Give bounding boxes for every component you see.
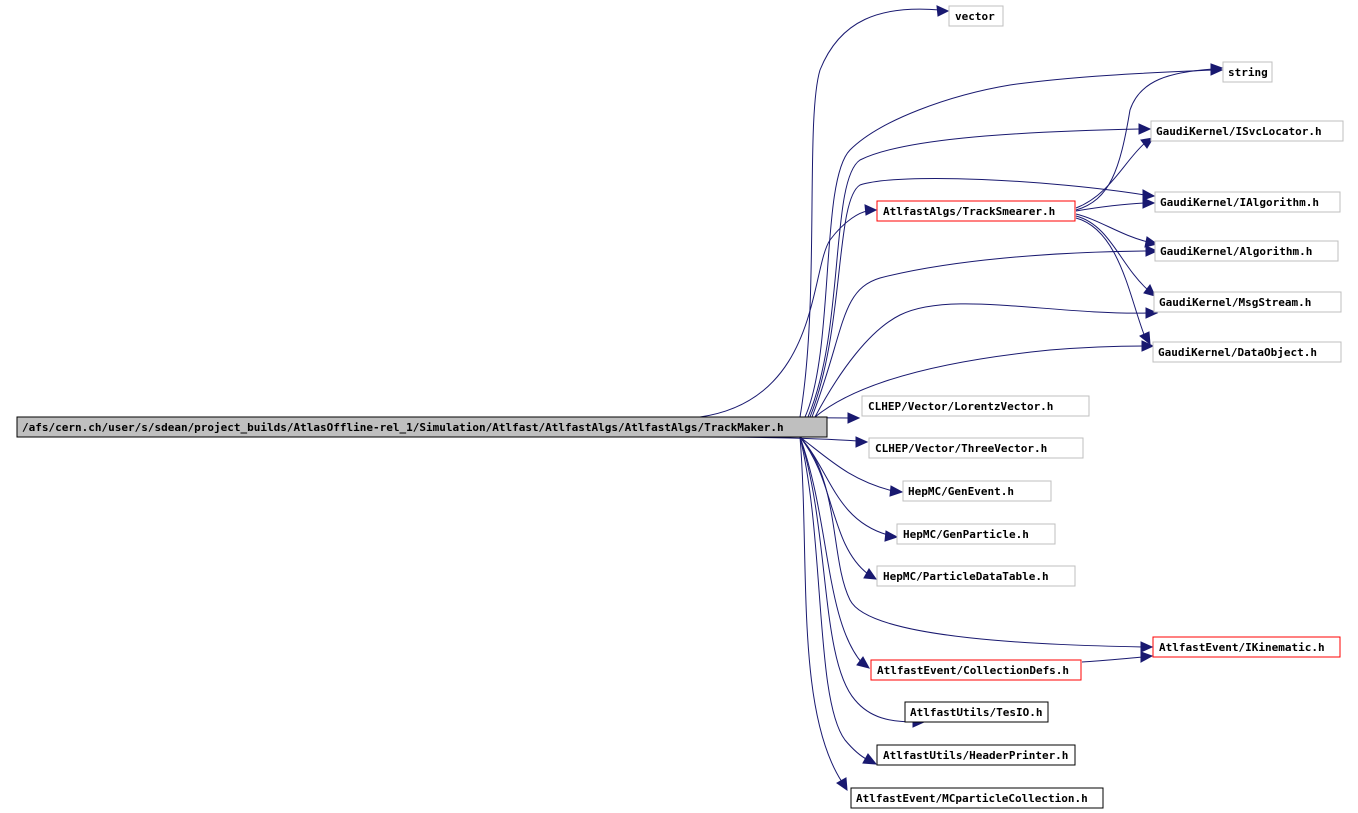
- edge-tracksmearer-msgstream: [1075, 215, 1149, 291]
- edge-collectiondefs-ikinematic: [1081, 656, 1144, 663]
- edge-arrow: [1138, 123, 1152, 135]
- node-root[interactable]: /afs/cern.ch/user/s/sdean/project_builds…: [16, 416, 828, 438]
- edge-root-isvclocator: [807, 128, 1141, 418]
- node-ikinematic[interactable]: AtlfastEvent/IKinematic.h: [1152, 636, 1341, 658]
- edge-arrow: [1142, 197, 1156, 209]
- edge-root-collectiondefs: [799, 436, 863, 664]
- node-label: CLHEP/Vector/ThreeVector.h: [875, 442, 1047, 455]
- node-genevent[interactable]: HepMC/GenEvent.h: [902, 480, 1052, 502]
- node-label: string: [1228, 66, 1268, 79]
- edge-arrow: [1144, 236, 1159, 248]
- edge-root-algorithm: [811, 250, 1149, 418]
- edge-arrow: [862, 753, 878, 765]
- node-label: HepMC/GenParticle.h: [903, 528, 1029, 541]
- node-isvclocator[interactable]: GaudiKernel/ISvcLocator.h: [1150, 120, 1344, 142]
- node-tesio[interactable]: AtlfastUtils/TesIO.h: [904, 701, 1049, 723]
- node-root-label: /afs/cern.ch/user/s/sdean/project_builds…: [22, 421, 784, 434]
- edge-arrow: [1140, 137, 1154, 149]
- node-lorentzvector[interactable]: CLHEP/Vector/LorentzVector.h: [861, 395, 1090, 417]
- edge-arrow: [1143, 284, 1156, 297]
- edge-arrow: [1141, 340, 1155, 352]
- edge-tracksmearer-isvclocator: [1075, 142, 1146, 209]
- node-label: CLHEP/Vector/LorentzVector.h: [868, 400, 1053, 413]
- edge-arrow: [836, 777, 848, 792]
- edge-root-ialgorithm: [809, 177, 1146, 418]
- node-algorithm[interactable]: GaudiKernel/Algorithm.h: [1154, 240, 1339, 262]
- edge-arrow: [936, 5, 950, 17]
- edge-arrow: [855, 436, 869, 448]
- edge-root-tesio: [799, 436, 916, 723]
- node-label: GaudiKernel/IAlgorithm.h: [1160, 196, 1319, 209]
- edge-root-mcparticlecollection: [799, 436, 843, 783]
- edge-tracksmearer-dataobject: [1075, 217, 1146, 338]
- edge-tracksmearer-ialgorithm: [1075, 202, 1146, 212]
- node-dataobject[interactable]: GaudiKernel/DataObject.h: [1152, 341, 1342, 363]
- edge-root-headerprinter: [799, 436, 869, 761]
- edge-arrow: [1145, 307, 1159, 319]
- node-tracksmearer[interactable]: AtlfastAlgs/TrackSmearer.h: [876, 200, 1076, 222]
- edge-arrow: [847, 412, 861, 424]
- edge-arrow: [1210, 63, 1224, 75]
- edge-arrow: [1142, 189, 1156, 201]
- node-ialgorithm[interactable]: GaudiKernel/IAlgorithm.h: [1154, 191, 1341, 213]
- edge-arrow: [1139, 331, 1151, 346]
- node-label: GaudiKernel/MsgStream.h: [1159, 296, 1311, 309]
- node-label: AtlfastEvent/CollectionDefs.h: [877, 664, 1069, 677]
- edge-arrow: [884, 530, 899, 542]
- node-string[interactable]: string: [1222, 61, 1273, 83]
- node-headerprinter[interactable]: AtlfastUtils/HeaderPrinter.h: [876, 744, 1076, 766]
- edge-arrow: [856, 656, 870, 669]
- edge-root-string: [804, 69, 1214, 418]
- edge-root-dataobject: [814, 345, 1146, 418]
- node-label: AtlfastUtils/HeaderPrinter.h: [883, 749, 1068, 762]
- edge-arrow: [1140, 641, 1154, 653]
- edge-root-msgstream: [814, 303, 1149, 418]
- edge-root-particledatatable: [799, 436, 869, 575]
- edge-arrow: [1140, 651, 1154, 663]
- edge-arrow: [889, 485, 904, 497]
- node-mcparticlecollection[interactable]: AtlfastEvent/MCparticleCollection.h: [850, 787, 1104, 809]
- edge-root-ikinematic: [799, 436, 1144, 648]
- node-particledatatable[interactable]: HepMC/ParticleDataTable.h: [876, 565, 1076, 587]
- edge-root-genevent: [799, 436, 894, 492]
- node-vector[interactable]: vector: [948, 5, 1004, 27]
- node-label: GaudiKernel/ISvcLocator.h: [1156, 125, 1322, 138]
- node-label: AtlfastEvent/IKinematic.h: [1159, 641, 1325, 654]
- nodes-layer: /afs/cern.ch/user/s/sdean/project_builds…: [16, 5, 1344, 809]
- node-label: AtlfastAlgs/TrackSmearer.h: [883, 205, 1055, 218]
- node-label: vector: [955, 10, 995, 23]
- node-label: HepMC/GenEvent.h: [908, 485, 1014, 498]
- edge-root-vector: [799, 8, 941, 418]
- node-genparticle[interactable]: HepMC/GenParticle.h: [896, 523, 1056, 545]
- node-label: GaudiKernel/Algorithm.h: [1160, 245, 1312, 258]
- edge-tracksmearer-string: [1075, 68, 1214, 211]
- edge-root-tracksmearer: [699, 210, 869, 418]
- edge-arrow: [864, 204, 878, 216]
- node-label: HepMC/ParticleDataTable.h: [883, 570, 1049, 583]
- node-label: AtlfastUtils/TesIO.h: [910, 706, 1042, 719]
- edge-arrow: [1145, 245, 1159, 257]
- node-collectiondefs[interactable]: AtlfastEvent/CollectionDefs.h: [870, 659, 1082, 681]
- node-msgstream[interactable]: GaudiKernel/MsgStream.h: [1153, 291, 1342, 313]
- edge-root-threevector: [694, 436, 859, 442]
- edge-tracksmearer-algorithm: [1075, 213, 1149, 243]
- node-label: AtlfastEvent/MCparticleCollection.h: [856, 792, 1088, 805]
- node-label: GaudiKernel/DataObject.h: [1158, 346, 1317, 359]
- node-threevector[interactable]: CLHEP/Vector/ThreeVector.h: [868, 437, 1084, 459]
- edge-arrow: [863, 568, 878, 580]
